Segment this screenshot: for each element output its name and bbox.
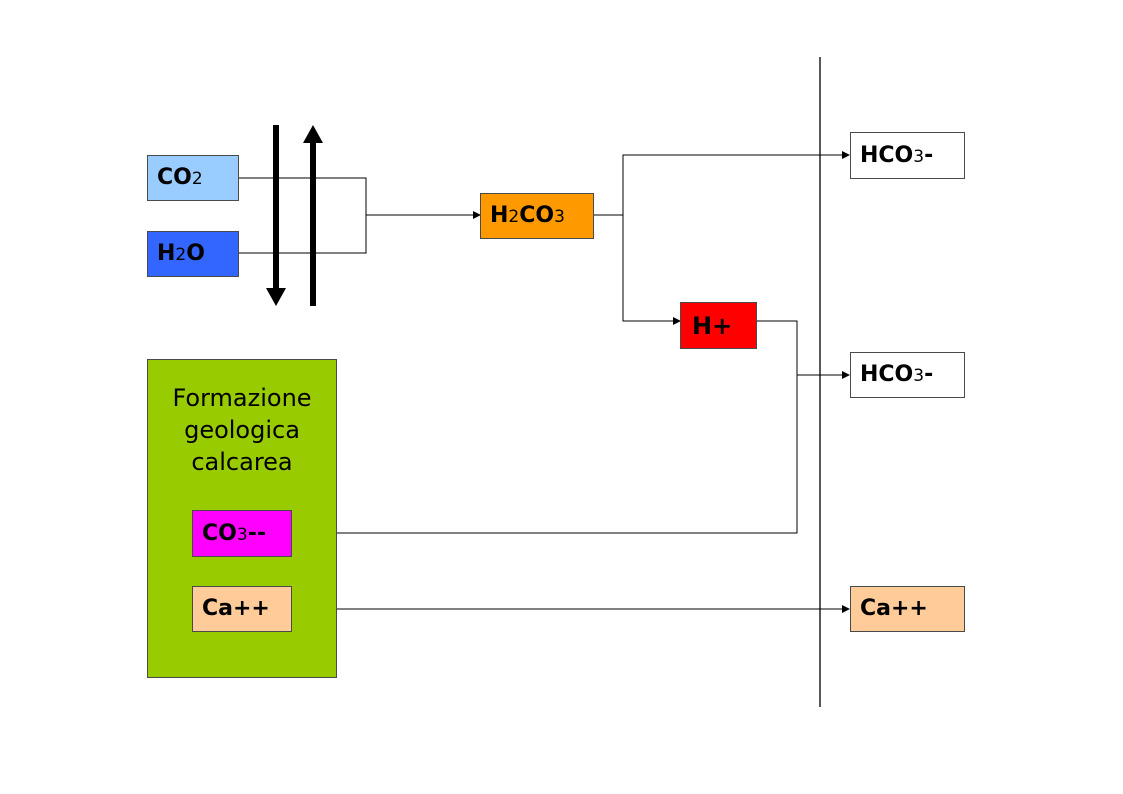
node-hco3-mid: HCO3- — [850, 352, 965, 398]
node-co3-sub: 3 — [236, 524, 248, 545]
node-h2co3: H2CO3 — [480, 193, 594, 239]
node-co2-sub: 2 — [191, 169, 203, 189]
node-hco3-top-sub: 3 — [913, 146, 925, 167]
node-h2co3-sub: 2 — [508, 207, 520, 227]
node-hco3-top-tail: - — [924, 142, 934, 168]
connector-co2 — [238, 177, 367, 254]
node-co3-main: CO — [202, 520, 237, 546]
node-hplus: H+ — [680, 302, 757, 349]
node-ca-right: Ca++ — [850, 586, 965, 632]
node-ca-left-label: Ca++ — [202, 596, 270, 621]
thick-up-arrow-icon — [303, 125, 323, 306]
node-h2o-sub: 2 — [175, 245, 187, 265]
node-hplus-label: H+ — [692, 311, 733, 340]
connector-hplus-co3 — [291, 320, 798, 534]
geology-title-line: geologica — [184, 416, 300, 444]
node-ca-left: Ca++ — [192, 586, 292, 632]
connector-to-hco3-top — [622, 151, 850, 215]
geology-title-line: calcarea — [191, 448, 293, 476]
thick-down-arrow-icon — [266, 125, 286, 306]
connector-to-hplus — [622, 215, 681, 325]
node-co3: CO3-- — [192, 510, 292, 557]
node-hco3-mid-tail: - — [924, 362, 934, 387]
node-hco3-top-main: HCO — [860, 142, 914, 168]
node-hco3-mid-main: HCO — [860, 362, 914, 387]
geology-title-line: Formazione — [172, 384, 312, 412]
node-h2co3-main: H — [490, 203, 509, 228]
node-h2o: H2O — [147, 231, 239, 277]
node-co2-main: CO — [157, 165, 192, 190]
node-co2: CO2 — [147, 155, 239, 201]
node-hco3-mid-sub: 3 — [913, 366, 925, 386]
node-h2co3-sub2: 3 — [554, 207, 565, 227]
node-hco3-top: HCO3- — [850, 132, 965, 179]
node-h2co3-mid: CO — [519, 203, 555, 228]
node-co3-tail: -- — [247, 520, 266, 546]
node-h2o-tail: O — [186, 241, 205, 266]
node-h2o-main: H — [157, 241, 176, 266]
geology-title: Formazione geologica calcarea — [148, 382, 336, 478]
node-ca-right-label: Ca++ — [860, 596, 928, 621]
